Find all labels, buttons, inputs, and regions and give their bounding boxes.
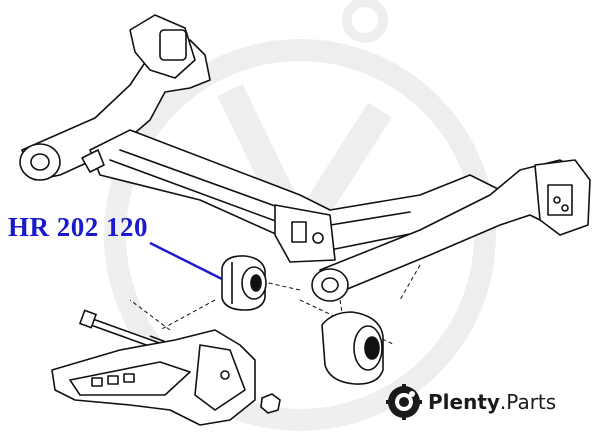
brand-logo[interactable]: Plenty.Parts [386, 384, 556, 420]
lower-support-bracket [51, 329, 256, 426]
brand-name: Plenty.Parts [428, 390, 556, 414]
brand-name-bold: Plenty [428, 390, 500, 414]
leader-line [149, 241, 223, 281]
hex-nut [260, 393, 281, 414]
part-number-label: HR 202 120 [8, 212, 148, 242]
gear-logo-icon [386, 384, 422, 420]
brand-name-rest: .Parts [499, 390, 557, 414]
rubber-bushing-secondary [321, 311, 384, 385]
rubber-bushing-hr202120 [221, 255, 267, 311]
right-arm-end-bushing [311, 268, 349, 302]
left-end-bushing [19, 143, 61, 181]
subframe-left-arm [21, 39, 211, 181]
